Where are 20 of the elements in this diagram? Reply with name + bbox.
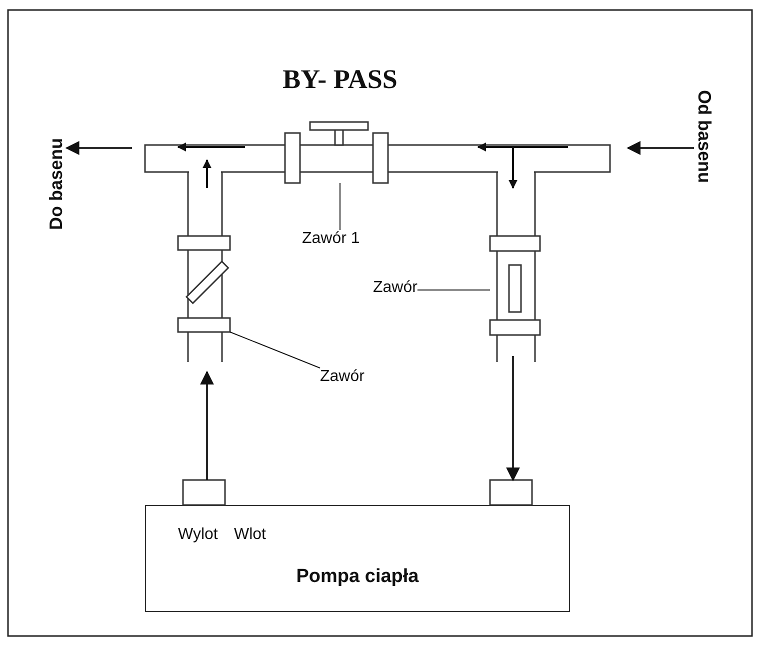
- butterfly-valve-symbol: [177, 235, 231, 333]
- title: BY- PASS: [282, 64, 398, 96]
- port-label: Wlot: [234, 526, 266, 544]
- valve-label: Zawór: [320, 368, 364, 386]
- port-label: Wylot: [178, 526, 218, 544]
- flow-arrow: [200, 370, 214, 480]
- leader-line: [230, 332, 320, 368]
- valve-label: Zawór 1: [302, 230, 360, 248]
- device-label: Pompa ciapła: [295, 566, 420, 588]
- flow-valve-symbol: [489, 235, 541, 336]
- side-label: Od basenu: [694, 90, 715, 184]
- flow-arrow: [506, 356, 520, 482]
- gate-valve-symbol: [284, 121, 389, 184]
- heat-pump-box: [145, 505, 570, 612]
- arrow: [65, 141, 132, 155]
- arrow: [626, 141, 694, 155]
- side-label: Do basenu: [46, 138, 67, 230]
- valve-label: Zawór: [373, 279, 418, 298]
- pump-port: [489, 479, 533, 506]
- pump-port: [182, 479, 226, 506]
